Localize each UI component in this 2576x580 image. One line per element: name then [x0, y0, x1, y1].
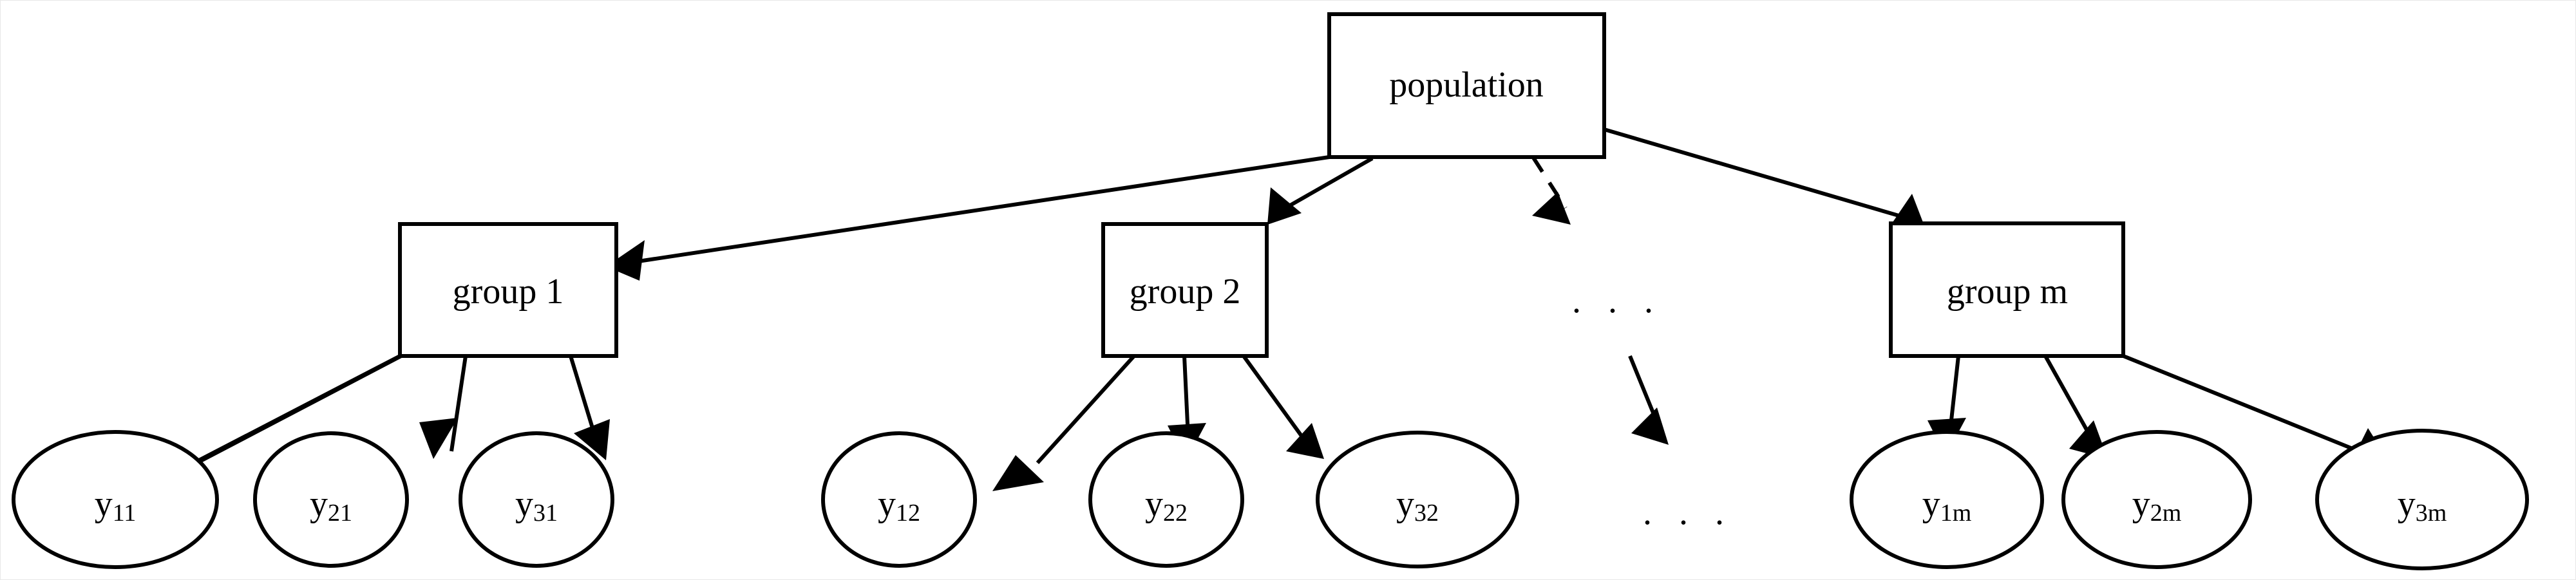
node-y11[interactable]: y11	[12, 430, 219, 569]
node-y21[interactable]: y21	[253, 431, 409, 568]
y3m-label: y3m	[2398, 484, 2447, 527]
node-y2m[interactable]: y2m	[2061, 430, 2252, 569]
group1-label: group 1	[453, 272, 564, 312]
y32-ellipse[interactable]	[1316, 431, 1519, 568]
y22-label: y22	[1145, 484, 1188, 527]
edge-groupm-to-y2m	[2043, 355, 2108, 459]
y12-label: y12	[878, 484, 920, 527]
y31-ellipse[interactable]	[459, 431, 614, 568]
node-leaf-ellipsis: . . .	[1643, 492, 1733, 532]
y11-label: y11	[95, 484, 137, 527]
edge-group1-to-y31	[569, 355, 610, 460]
node-group1[interactable]: group 1	[398, 222, 618, 358]
node-population[interactable]: population	[1327, 12, 1606, 159]
node-y12[interactable]: y12	[821, 431, 977, 568]
edge-group1-to-y21	[419, 355, 468, 459]
y12-ellipse[interactable]	[821, 431, 977, 568]
edge-population-to-group2	[1267, 156, 1374, 225]
leaf-ellipsis-label: . . .	[1643, 492, 1733, 532]
population-box[interactable]	[1327, 12, 1606, 159]
y32-label: y32	[1396, 484, 1439, 527]
y2m-ellipse[interactable]	[2061, 430, 2252, 569]
y22-ellipse[interactable]	[1088, 431, 1244, 568]
edge-population-to-group-ellipsis	[1531, 156, 1571, 225]
node-y22[interactable]: y22	[1088, 431, 1244, 568]
y1m-ellipse[interactable]	[1850, 430, 2044, 569]
node-y1m[interactable]: y1m	[1850, 430, 2044, 569]
group2-label: group 2	[1130, 272, 1241, 312]
edge-group2-to-y32	[1242, 355, 1324, 459]
node-group2[interactable]: group 2	[1101, 222, 1269, 358]
node-group-ellipsis: . . .	[1572, 281, 1662, 321]
node-y31[interactable]: y31	[459, 431, 614, 568]
y1m-label: y1m	[1922, 484, 1972, 527]
node-groupm[interactable]: group m	[1889, 221, 2125, 358]
edge-group2-to-y12	[992, 354, 1136, 491]
node-y32[interactable]: y32	[1316, 431, 1519, 568]
group1-box[interactable]	[398, 222, 618, 358]
y3m-ellipse[interactable]	[2315, 429, 2529, 570]
node-y3m[interactable]: y3m	[2315, 429, 2529, 570]
y11-ellipse[interactable]	[12, 430, 219, 569]
edge-ellipsis-to-ellipsis	[1628, 355, 1669, 445]
groupm-label: group m	[1947, 272, 2068, 312]
group2-box[interactable]	[1101, 222, 1269, 358]
group-ellipsis-label: . . .	[1572, 281, 1662, 321]
groupm-box[interactable]	[1889, 221, 2125, 358]
y21-label: y21	[310, 484, 352, 527]
y2m-label: y2m	[2132, 484, 2182, 527]
population-label: population	[1389, 65, 1544, 105]
edge-population-to-groupm	[1604, 127, 1925, 227]
y21-ellipse[interactable]	[253, 431, 409, 568]
y31-label: y31	[515, 484, 558, 527]
